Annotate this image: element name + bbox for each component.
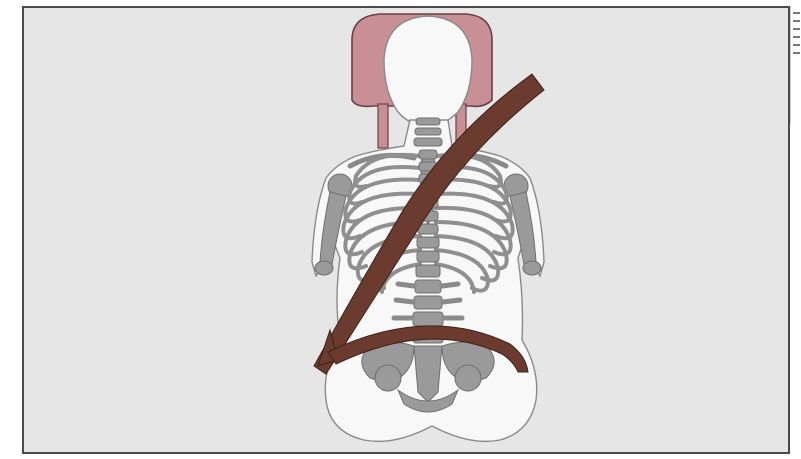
hip-joint-left [375,365,401,391]
elbow-right [523,261,541,275]
hip-joint-right [455,365,481,391]
cervical-spine [414,118,442,146]
side-text-strip [790,6,801,124]
headrest-post-left [378,104,388,148]
elbow-left [315,261,333,275]
head-outline [384,16,472,126]
